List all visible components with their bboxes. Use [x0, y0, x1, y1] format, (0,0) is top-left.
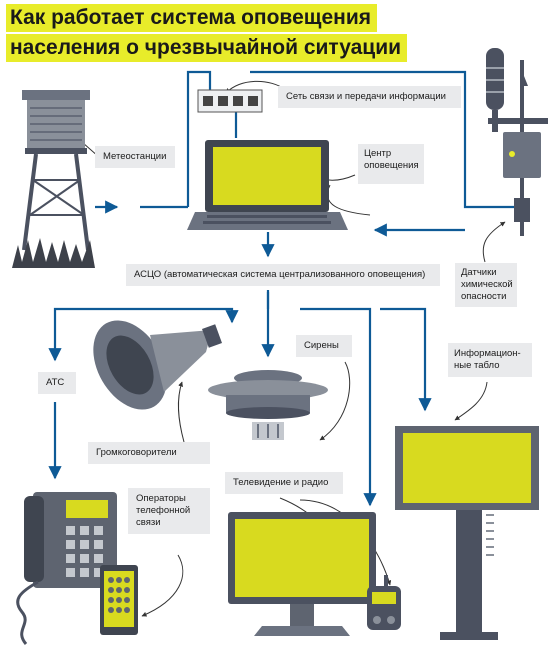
loudspeaker-illustration: [93, 320, 222, 410]
diagram-title: Как работает система оповещения населени…: [6, 4, 408, 64]
tv-radio-label: Телевидение и радио: [225, 472, 343, 494]
phone-operators-label: Операторы телефонной связи: [128, 488, 210, 534]
weather-station-illustration: [12, 90, 95, 268]
info-board-illustration: [395, 426, 539, 640]
alert-center-label: Центр оповещения: [358, 144, 424, 184]
laptop-illustration: [187, 140, 348, 230]
loudspeakers-label: Громкоговорители: [88, 442, 210, 464]
asco-label: АСЦО (автоматическая система централизов…: [126, 264, 440, 286]
connector-lines: [48, 70, 515, 507]
desk-phone-illustration: [16, 492, 117, 645]
chemical-sensors-label: Датчики химической опасности: [455, 263, 517, 307]
weather-stations-label: Метеостанции: [95, 146, 175, 168]
siren-illustration: [208, 370, 328, 440]
title-line-2: населения о чрезвычайной ситуации: [6, 34, 408, 62]
network-hub-illustration: [197, 89, 263, 113]
sirens-label: Сирены: [296, 335, 352, 357]
tv-illustration: [228, 512, 376, 636]
radio-illustration: [367, 575, 401, 630]
network-label: Сеть связи и передачи информации: [278, 86, 461, 108]
info-boards-label: Информацион-ные табло: [448, 343, 532, 377]
ats-label: АТС: [38, 372, 76, 394]
title-line-1: Как работает система оповещения: [6, 4, 377, 32]
mobile-phone-illustration: [100, 565, 138, 635]
chemical-sensor-illustration: [486, 48, 548, 236]
